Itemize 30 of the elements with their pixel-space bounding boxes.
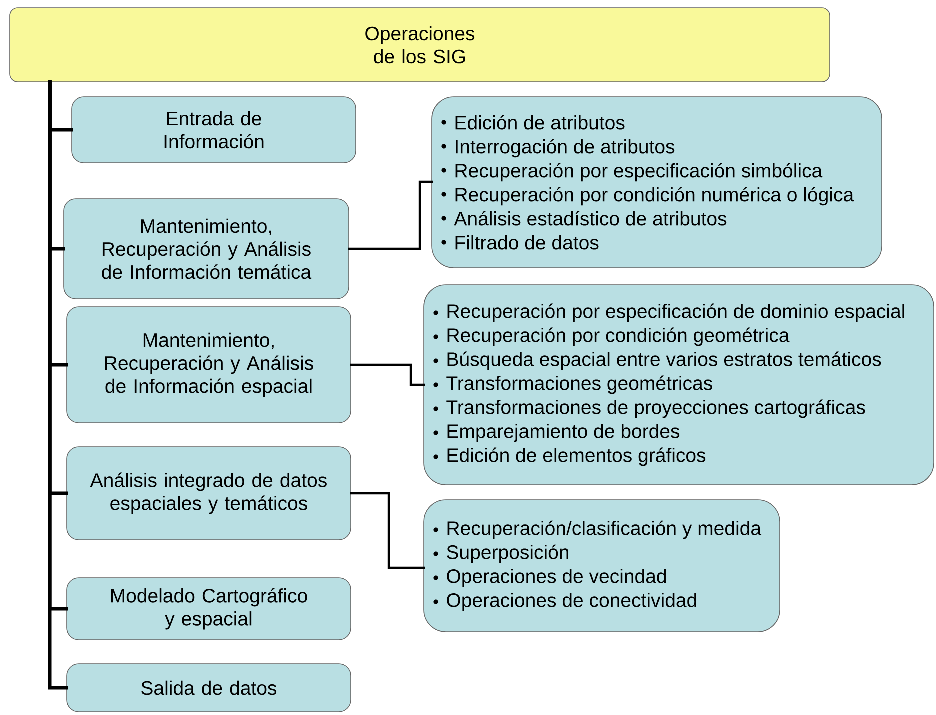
connector-line [350,364,426,386]
process-box: Entrada de Información [72,96,356,164]
process-box: Salida de datos [66,664,352,712]
process-box: Análisis integrado de datos espaciales y temáticos [66,446,352,540]
list-item: Edición de atributos [456,115,625,130]
connector-line [348,180,434,250]
list-box [432,96,882,268]
connector-line [350,492,426,570]
list-item: Recuperación por condición numérica o lógica [456,187,854,206]
process-box: Modelado Cartográfico y espacial [66,578,352,640]
list-box [424,284,934,486]
list-item: Recuperación/clasificación y medida [448,520,762,540]
list-item: Recuperación por especificación de dominio espacial [448,304,904,322]
process-box: Mantenimiento, Recuperación y Análisis de Información temática [64,198,350,300]
list-item: Análisis estadístico de atributos [454,211,727,226]
list-item: Recuperación por condición geométrica [448,328,790,346]
list-item: Superposición [447,544,568,564]
title-box: Operaciones de los SIG [10,8,830,82]
list-item: Transformaciones geométricas [446,376,712,394]
list-item: Operaciones de conectividad [447,593,696,612]
list-item: Operaciones de vecindad [447,569,666,588]
list-item: Filtrado de datos [456,235,599,250]
list-item: Interrogación de atributos [456,139,675,158]
list-item: Edición de elementos gráficos [448,448,706,466]
list-item: Recuperación por especificación simbólica [456,163,823,182]
list-item: Transformaciones de proyecciones cartográficas [446,400,866,418]
list-item: Emparejamiento de bordes [448,424,680,442]
process-box: Mantenimiento, Recuperación y Análisis de Información espacial [66,306,352,424]
list-box [424,500,780,632]
list-item: Búsqueda espacial entre varios estratos temáticos [448,352,882,370]
